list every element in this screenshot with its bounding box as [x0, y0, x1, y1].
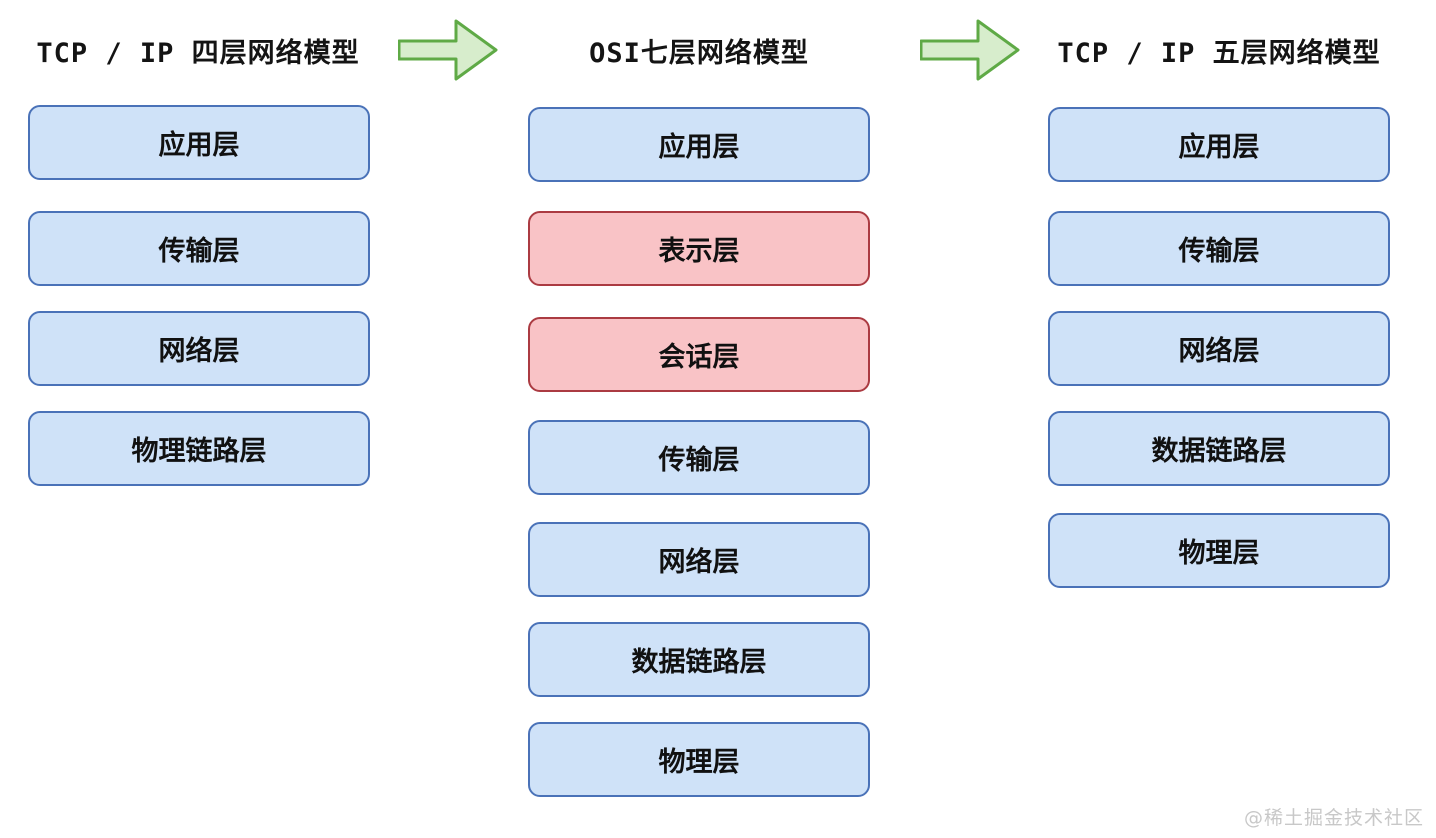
column-title-tcpip5: TCP / IP 五层网络模型: [1057, 38, 1381, 69]
layer-box: 物理链路层: [28, 411, 370, 486]
layer-box: 应用层: [28, 105, 370, 180]
layer-box-highlight: 表示层: [528, 211, 870, 286]
layer-box: 网络层: [1048, 311, 1390, 386]
layer-box: 数据链路层: [1048, 411, 1390, 486]
layer-box: 应用层: [1048, 107, 1390, 182]
watermark-text: @稀土掘金技术社区: [1243, 807, 1424, 829]
layer-box: 传输层: [28, 211, 370, 286]
layer-box-highlight: 会话层: [528, 317, 870, 392]
column-title-tcpip4: TCP / IP 四层网络模型: [36, 38, 360, 69]
column-title-osi7: OSI七层网络模型: [589, 38, 809, 69]
layer-box: 传输层: [528, 420, 870, 495]
arrow-right-icon: [920, 19, 1020, 81]
layer-box: 网络层: [528, 522, 870, 597]
layer-box: 传输层: [1048, 211, 1390, 286]
layer-box: 应用层: [528, 107, 870, 182]
arrow-right-icon: [398, 19, 498, 81]
layer-box: 数据链路层: [528, 622, 870, 697]
layer-box: 物理层: [1048, 513, 1390, 588]
layer-box: 网络层: [28, 311, 370, 386]
layer-box: 物理层: [528, 722, 870, 797]
